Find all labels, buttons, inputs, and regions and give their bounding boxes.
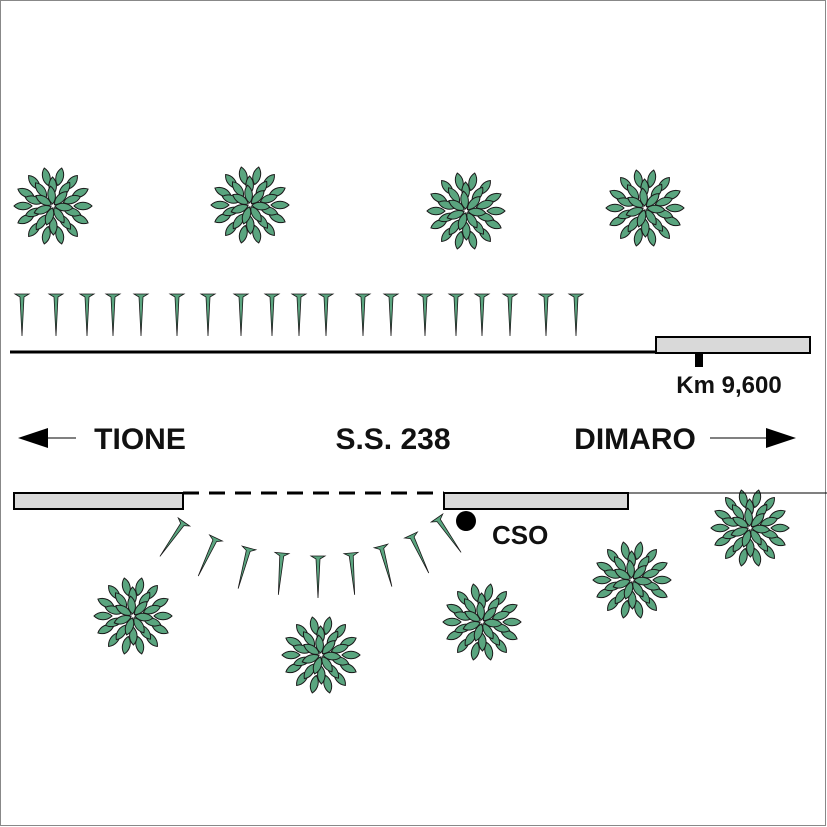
grass-tuft-icon: [199, 293, 217, 337]
grass-tuft-icon: [232, 293, 250, 337]
grass-tuft-icon: [447, 293, 465, 337]
direction-left-label: TIONE: [94, 423, 186, 456]
grass-tuft-icon: [47, 293, 65, 337]
tree-icon: [281, 615, 361, 695]
grass-tuft-icon: [416, 293, 434, 337]
grass-tuft-icon: [159, 516, 192, 557]
tree-icon: [210, 165, 290, 245]
grass-tuft-icon: [429, 512, 462, 553]
grass-tuft-icon: [372, 543, 393, 587]
grass-tuft-icon: [197, 534, 224, 577]
grass-tuft-icon: [473, 293, 491, 337]
road-name-label: S.S. 238: [335, 423, 450, 456]
grass-tuft-icon: [309, 555, 327, 599]
tree-icon: [442, 582, 522, 662]
km-marker-label: Km 9,600: [676, 372, 781, 399]
tree-icon: [605, 168, 685, 248]
grass-tuft-icon: [501, 293, 519, 337]
grass-tuft-icon: [317, 293, 335, 337]
grass-tuft-icon: [537, 293, 555, 337]
tree-icon: [426, 171, 506, 251]
arrow-right-icon: [710, 428, 796, 448]
grass-tuft-icon: [290, 293, 308, 337]
km-marker-post: [695, 353, 703, 367]
grass-tuft-icon: [567, 293, 585, 337]
sidewalk-north: [655, 336, 811, 354]
grass-tuft-icon: [342, 551, 360, 595]
sidewalk-south-right: [443, 492, 629, 510]
tree-icon: [13, 166, 93, 246]
grass-tuft-icon: [78, 293, 96, 337]
cso-point: [456, 511, 476, 531]
tree-icon: [93, 576, 173, 656]
sidewalk-south-left: [13, 492, 184, 510]
grass-tuft-icon: [13, 293, 31, 337]
grass-tuft-icon: [263, 293, 281, 337]
grass-tuft-icon: [354, 293, 372, 337]
direction-right-label: DIMARO: [574, 423, 696, 456]
grass-tuft-icon: [403, 531, 430, 574]
grass-tuft-icon: [104, 293, 122, 337]
arrow-left-icon: [18, 428, 76, 448]
grass-group: [13, 293, 585, 599]
grass-tuft-icon: [132, 293, 150, 337]
cso-label: CSO: [492, 520, 548, 550]
grass-tuft-icon: [382, 293, 400, 337]
tree-icon: [592, 540, 672, 620]
grass-tuft-icon: [273, 551, 291, 595]
grass-tuft-icon: [237, 545, 258, 589]
tree-icon: [710, 488, 790, 568]
grass-tuft-icon: [168, 293, 186, 337]
